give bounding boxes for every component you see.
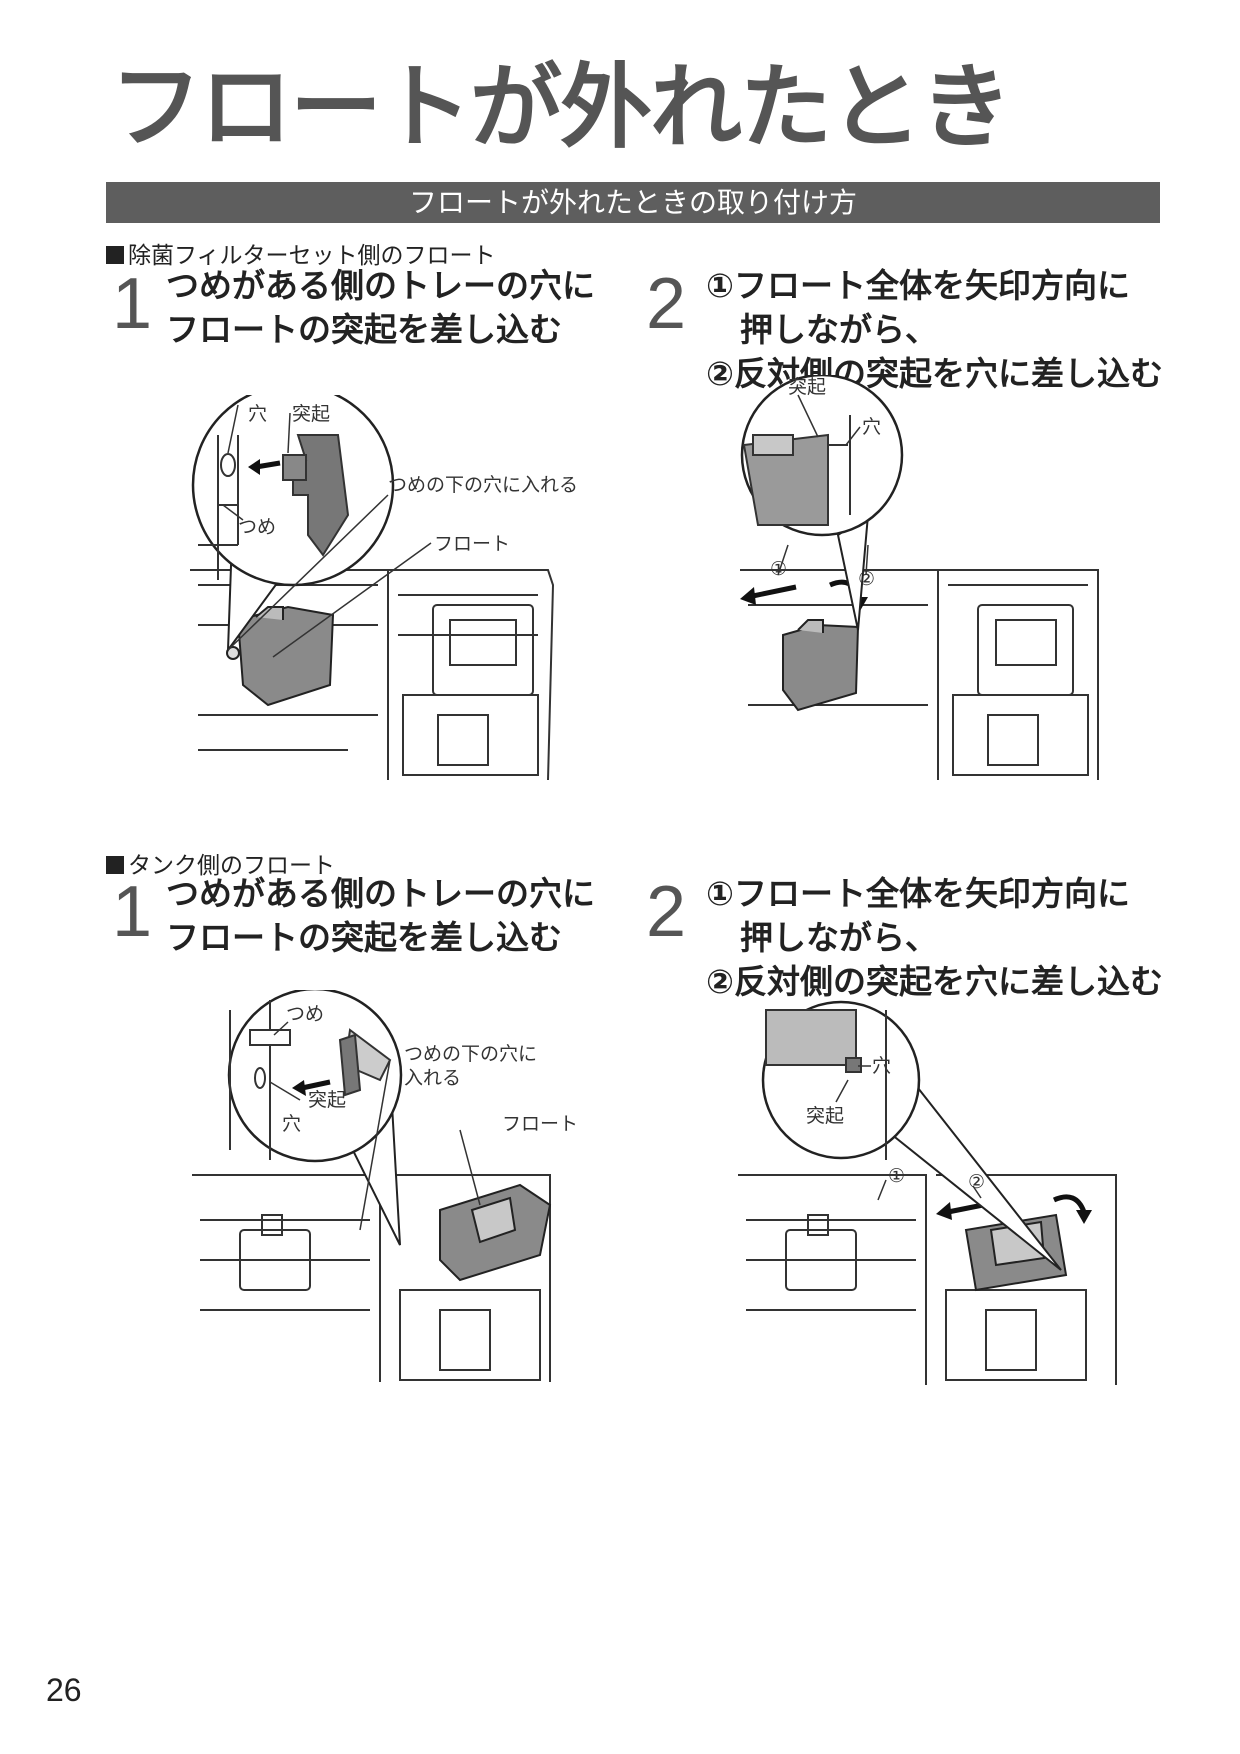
label-claw: つめ [286, 1003, 324, 1025]
arrowhead-icon [292, 1080, 306, 1096]
label-float: フロート [434, 533, 510, 555]
float-body [439, 1183, 552, 1282]
label-hole: 穴 [862, 416, 881, 438]
zoom-detail [229, 1000, 392, 1160]
square-bullet-icon [106, 856, 124, 874]
arrowhead-icon [740, 587, 756, 605]
figure-filter-step2: 突起 穴 ① ② [740, 375, 1099, 780]
marker-2: ② [858, 568, 875, 590]
arrowhead-icon [936, 1202, 952, 1220]
arrowhead-icon [248, 459, 260, 475]
tray-outline [192, 1174, 551, 1382]
label-callout-1: つめの下の穴に [404, 1043, 537, 1065]
page-number: 26 [46, 1672, 82, 1708]
leader-lines [222, 404, 432, 658]
section-banner: フロートが外れたときの取り付け方 [106, 182, 1160, 223]
marker-2: ② [968, 1171, 985, 1193]
label-protrusion: 突起 [788, 376, 826, 398]
leader-lines [835, 1065, 982, 1201]
figure-tank-step1: つめ つめの下の穴に 入れる 突起 穴 フロート [192, 990, 578, 1382]
marker-1: ① [770, 558, 787, 580]
float-body [782, 619, 860, 712]
label-hole: 穴 [248, 403, 267, 425]
step-number: 1 [112, 264, 153, 344]
label-hole: 穴 [282, 1113, 301, 1135]
arrow-curve-icon [1052, 1194, 1087, 1213]
leader-lines [269, 1021, 481, 1231]
step-number: 2 [646, 872, 687, 952]
label-protrusion: 突起 [292, 403, 330, 425]
step-instruction: ①フロート全体を矢印方向に 押しながら、 ②反対側の突起を穴に差し込む [706, 874, 1163, 1001]
label-float: フロート [502, 1113, 578, 1135]
leader-lines [777, 394, 869, 576]
tray-outline [738, 1174, 1117, 1385]
step-instruction: つめがある側のトレーの穴に フロートの突起を差し込む [166, 266, 595, 349]
page-title: フロートが外れたとき [110, 54, 1012, 161]
section-label-filter: 除菌フィルターセット側のフロート [106, 236, 496, 270]
zoom-detail [765, 1009, 887, 1160]
zoom-detail [742, 415, 851, 526]
step-instruction: ①フロート全体を矢印方向に 押しながら、 ②反対側の突起を穴に差し込む [706, 266, 1163, 393]
label-claw: つめ [238, 516, 276, 538]
figure-filter-step1: 穴 突起 つめ つめの下の穴に入れる フロート [190, 395, 578, 781]
step-number: 1 [112, 872, 153, 952]
step-instruction: つめがある側のトレーの穴に フロートの突起を差し込む [166, 874, 595, 957]
label-callout: つめの下の穴に入れる [388, 474, 578, 496]
step-number: 2 [646, 264, 687, 344]
label-protrusion: 突起 [308, 1089, 346, 1111]
label-hole: 穴 [872, 1055, 891, 1077]
tray-outline [740, 569, 1099, 780]
arrow-left-icon [301, 1079, 331, 1091]
label-protrusion: 突起 [806, 1105, 844, 1127]
arrow-left-icon [747, 584, 797, 600]
label-callout-2: 入れる [404, 1067, 461, 1089]
section-label-tank: タンク側のフロート [106, 846, 335, 880]
square-bullet-icon [106, 246, 124, 264]
zoom-detail [198, 434, 350, 580]
figure-tank-step2: 穴 突起 ① ② [738, 1000, 1117, 1385]
marker-1: ① [888, 1165, 905, 1187]
arrowhead-icon [1076, 1210, 1092, 1224]
